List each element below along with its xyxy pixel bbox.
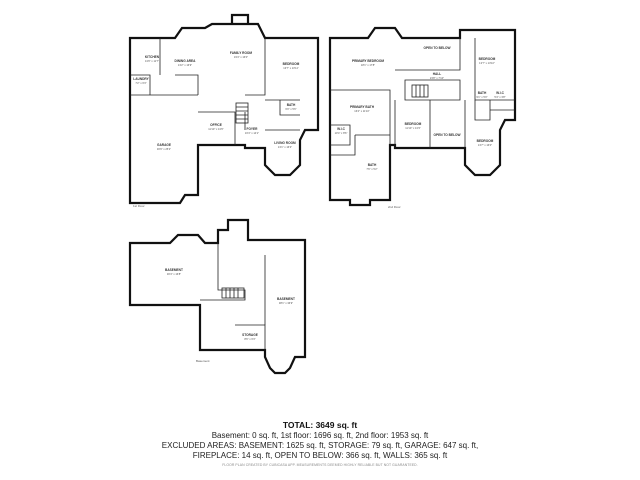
room-bedroom1-name: BEDROOM [283, 62, 300, 66]
room-hall-name: HALL [433, 72, 442, 76]
room-storage-name: STORAGE [242, 333, 258, 337]
total-area-heading: TOTAL: 3649 sq. ft [282, 420, 358, 430]
room-basement1-name: BASEMENT [165, 268, 183, 272]
room-bath3-dim: 9'1" x 5'0" [476, 95, 487, 99]
first-floor-outline [128, 22, 320, 205]
room-primary-bed-dim: 18'1" x 17'8" [361, 63, 375, 67]
room-bath1-dim: 6'0" x 5'6" [285, 107, 296, 111]
first-floor-plan [128, 13, 320, 205]
room-garage-name: GARAGE [157, 143, 171, 147]
room-primary-bath-name: PRIMARY BATH [350, 105, 375, 109]
room-dining-dim: 13'2" x 16'9" [178, 63, 192, 67]
room-family-dim: 19'4" x 16'0" [234, 55, 248, 59]
disclaimer-text: FLOOR PLAN CREATED BY CUBICASA APP. MEAS… [222, 463, 418, 467]
bath-walls-2 [330, 134, 390, 156]
basement-inner-walls [200, 243, 246, 301]
room-open-below2-name: OPEN TO BELOW [433, 133, 460, 137]
basement-outline [128, 218, 307, 375]
room-office-name: OFFICE [210, 123, 222, 127]
basement-plan [128, 218, 307, 375]
room-bedroom4-dim: 13'7" x 16'0" [478, 143, 492, 147]
room-bedroom2-name: BEDROOM [479, 57, 496, 61]
room-garage-dim: 30'9" x 25'2" [157, 147, 171, 151]
room-family-name: FAMILY ROOM [230, 51, 252, 55]
stair-treads [236, 106, 248, 120]
room-foyer-name: FOYER [247, 127, 259, 131]
lower-bed-walls [394, 100, 466, 148]
laundry-wall [130, 74, 151, 95]
hall-walls [404, 79, 461, 101]
bath3-walls [474, 100, 515, 121]
room-wic-name: W.I.C [337, 127, 345, 131]
stair-treads-3 [225, 288, 239, 298]
excluded-areas-line-1: EXCLUDED AREAS: BASEMENT: 1625 sq. ft, S… [161, 441, 479, 450]
second-floor-plan [328, 26, 517, 207]
room-wic2-dim: 5'4" x 3'8" [494, 95, 505, 99]
floor-area-breakdown: Basement: 0 sq. ft, 1st floor: 1696 sq. … [211, 431, 429, 440]
room-bedroom3-dim: 11'10" x 13'3" [405, 126, 421, 130]
room-wic2-name: W.I.C [496, 91, 504, 95]
primary-walls [330, 89, 391, 145]
room-primary-bed-name: PRIMARY BEDROOM [352, 59, 384, 63]
room-kitchen-name: KITCHEN [145, 55, 160, 59]
basement-floor-label: Basement [196, 359, 210, 363]
room-living-dim: 13'1" x 16'3" [278, 145, 292, 149]
bedroom-walls [245, 38, 300, 101]
room-living-name: LIVING ROOM [274, 141, 296, 145]
first-floor-label: 1st Floor [133, 204, 145, 208]
room-kitchen-dim: 13'0" x 11'7" [145, 59, 159, 63]
room-laundry-name: LAUNDRY [133, 77, 149, 81]
stair-treads-2 [415, 85, 425, 97]
room-hall-dim: 23'8" x 7'10" [430, 76, 444, 80]
room-office-dim: 11'10" x 13'6" [208, 127, 224, 131]
room-wic-dim: 10'4" x 8'6" [335, 131, 348, 135]
room-primary-bath-dim: 16'4" x 11'10" [354, 109, 370, 113]
room-bath1-name: BATH [287, 103, 296, 107]
room-bath3-name: BATH [478, 91, 487, 95]
room-basement1-dim: 30'4" x 16'8" [167, 272, 181, 276]
room-bath2-dim: 7'6" x 5'2" [366, 167, 377, 171]
basement-stairs [221, 287, 245, 299]
room-basement2-dim: 38'1" x 36'9" [279, 301, 293, 305]
excluded-areas-line-2: FIREPLACE: 14 sq. ft, OPEN TO BELOW: 366… [192, 451, 448, 460]
second-floor-outline [328, 26, 517, 207]
room-storage-dim: 8'6" x 6'3" [244, 337, 255, 341]
room-open-below1-name: OPEN TO BELOW [423, 46, 450, 50]
first-floor-stairs [235, 102, 249, 124]
kitchen-walls [159, 38, 199, 95]
second-floor-label: 2nd Floor [388, 205, 401, 209]
room-bedroom2-dim: 13'7" x 13'10" [479, 61, 495, 65]
room-bath2-name: BATH [368, 163, 377, 167]
bath-walls [279, 100, 300, 116]
room-bedroom3-name: BEDROOM [405, 122, 422, 126]
room-laundry-dim: 7'2" x 6'3" [135, 81, 146, 85]
room-bedroom4-name: BEDROOM [477, 139, 494, 143]
room-basement2-name: BASEMENT [277, 297, 295, 301]
room-dining-name: DINING AREA [175, 59, 197, 63]
wic-walls [330, 124, 351, 146]
room-bedroom1-dim: 13'7" x 13'11" [283, 66, 299, 70]
room-foyer-dim: 16'4" x 14'1" [245, 131, 259, 135]
fireplace [230, 13, 250, 24]
